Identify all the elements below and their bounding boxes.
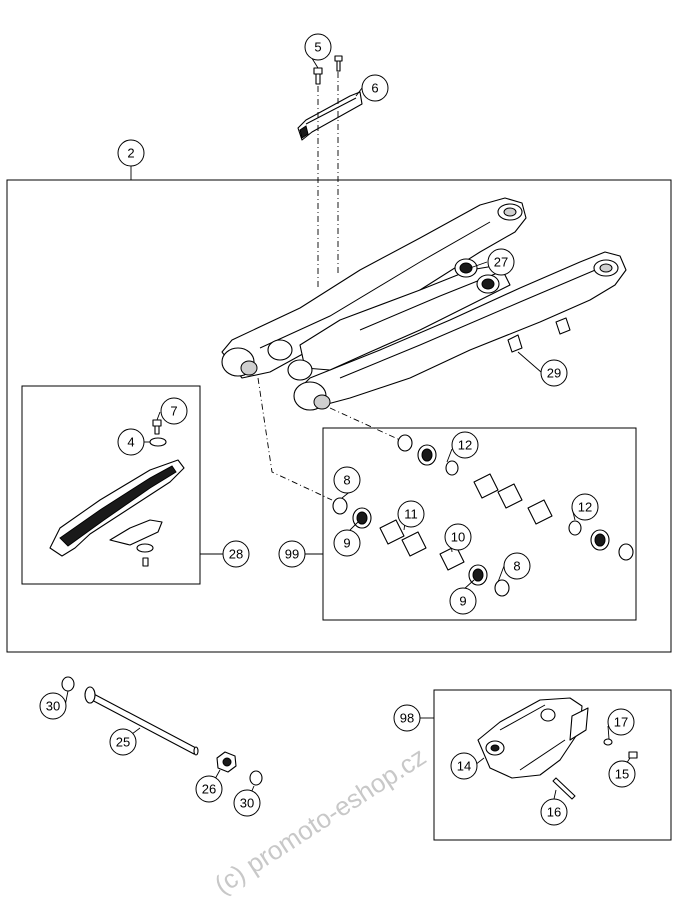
chain-slider bbox=[49, 419, 185, 567]
svg-text:6: 6 bbox=[371, 81, 378, 96]
watermark: (c) promoto-eshop.cz bbox=[209, 741, 431, 900]
callout-8-lower: 8 bbox=[503, 552, 531, 580]
callout-7: 7 bbox=[160, 397, 188, 425]
svg-text:12: 12 bbox=[578, 500, 592, 515]
chain-guide-frame bbox=[433, 689, 672, 841]
svg-text:15: 15 bbox=[615, 767, 629, 782]
callout-10: 10 bbox=[444, 523, 472, 551]
svg-text:9: 9 bbox=[343, 536, 350, 551]
svg-text:25: 25 bbox=[116, 735, 130, 750]
callout-28: 28 bbox=[222, 540, 250, 568]
callout-30-right: 30 bbox=[233, 789, 261, 817]
callout-26: 26 bbox=[195, 775, 223, 803]
chain-slider-frame bbox=[21, 385, 201, 585]
svg-text:16: 16 bbox=[547, 805, 561, 820]
callout-9-upper: 9 bbox=[333, 529, 361, 557]
swingarm bbox=[221, 197, 627, 411]
chain-guide bbox=[477, 697, 638, 800]
bearing-kit-frame bbox=[322, 427, 637, 621]
svg-text:17: 17 bbox=[614, 715, 628, 730]
svg-text:11: 11 bbox=[404, 507, 418, 522]
callout-25: 25 bbox=[109, 728, 137, 756]
callout-4: 4 bbox=[117, 428, 145, 456]
swingarm-assembly-frame bbox=[6, 179, 672, 653]
callout-16: 16 bbox=[540, 798, 568, 826]
leader-lines bbox=[64, 46, 631, 801]
callout-12-left: 12 bbox=[451, 431, 479, 459]
callout-2: 2 bbox=[117, 139, 145, 167]
callout-99: 99 bbox=[278, 540, 306, 568]
callout-27: 27 bbox=[487, 248, 515, 276]
chain-guide-bracket bbox=[297, 91, 363, 141]
callout-14: 14 bbox=[450, 752, 478, 780]
swingarm-axle bbox=[84, 686, 199, 756]
callout-98: 98 bbox=[393, 704, 421, 732]
bushings bbox=[61, 676, 263, 786]
svg-text:7: 7 bbox=[170, 404, 177, 419]
svg-text:29: 29 bbox=[547, 366, 561, 381]
svg-text:28: 28 bbox=[229, 547, 243, 562]
assembly-line-pivot-lower bbox=[257, 377, 333, 501]
callout-5: 5 bbox=[304, 33, 332, 61]
svg-text:4: 4 bbox=[127, 435, 134, 450]
bearing-kit-parts bbox=[332, 434, 634, 597]
svg-text:12: 12 bbox=[458, 438, 472, 453]
svg-text:2: 2 bbox=[127, 146, 134, 161]
callout-30-left: 30 bbox=[39, 692, 67, 720]
svg-text:30: 30 bbox=[46, 699, 60, 714]
svg-text:8: 8 bbox=[513, 559, 520, 574]
axle-nut bbox=[216, 751, 237, 773]
svg-text:9: 9 bbox=[459, 594, 466, 609]
callout-6: 6 bbox=[361, 74, 389, 102]
callout-8-upper: 8 bbox=[333, 466, 361, 494]
svg-text:8: 8 bbox=[343, 473, 350, 488]
svg-text:5: 5 bbox=[314, 40, 321, 55]
svg-text:99: 99 bbox=[285, 547, 299, 562]
callout-17: 17 bbox=[607, 708, 635, 736]
assembly-line-pivot-upper bbox=[329, 407, 401, 441]
svg-text:14: 14 bbox=[457, 759, 471, 774]
callout-12-right: 12 bbox=[571, 493, 599, 521]
callout-11: 11 bbox=[397, 500, 425, 528]
callout-15: 15 bbox=[608, 760, 636, 788]
callout-9-lower: 9 bbox=[449, 587, 477, 615]
svg-text:10: 10 bbox=[451, 530, 465, 545]
callout-29: 29 bbox=[540, 359, 568, 387]
svg-text:27: 27 bbox=[494, 255, 508, 270]
svg-text:26: 26 bbox=[202, 782, 216, 797]
svg-text:98: 98 bbox=[400, 711, 414, 726]
svg-text:30: 30 bbox=[240, 796, 254, 811]
